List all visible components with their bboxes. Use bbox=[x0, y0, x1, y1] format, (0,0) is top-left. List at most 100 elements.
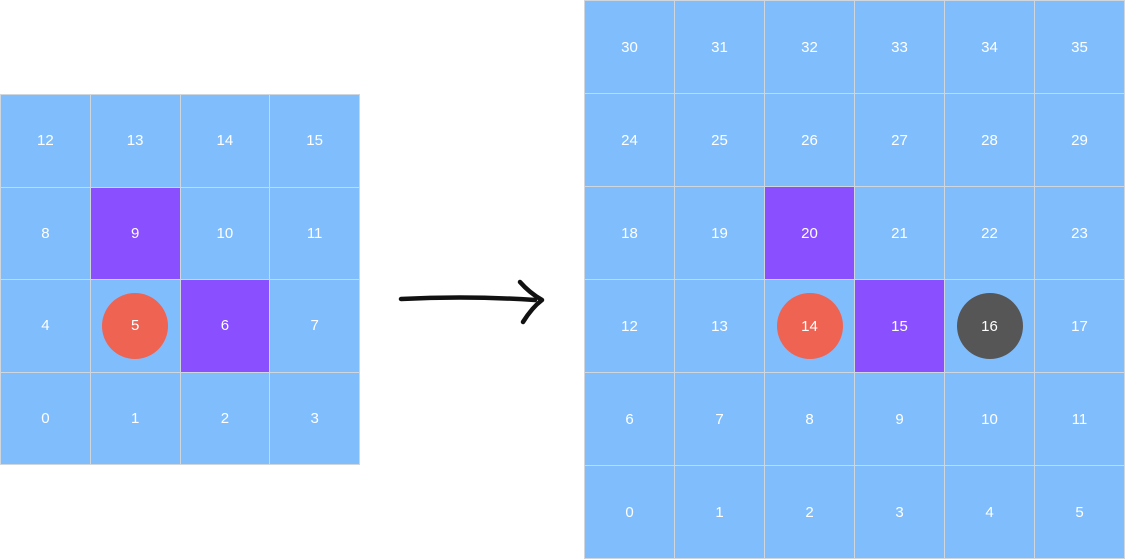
cell-label: 26 bbox=[801, 131, 818, 149]
grid-cell: 17 bbox=[1035, 280, 1124, 372]
grid-cell: 23 bbox=[1035, 187, 1124, 279]
cell-label: 10 bbox=[216, 224, 234, 242]
grid-cell: 9 bbox=[855, 373, 944, 465]
cell-label: 22 bbox=[981, 224, 998, 242]
cell-label: 35 bbox=[1071, 38, 1088, 56]
grid-cell: 29 bbox=[1035, 94, 1124, 186]
grid-cell: 14 bbox=[180, 95, 270, 187]
grid-cell: 0 bbox=[1, 372, 90, 464]
grid-cell: 15 bbox=[270, 95, 359, 187]
cell-label: 7 bbox=[310, 317, 319, 335]
grid-cell: 5 bbox=[90, 280, 180, 372]
grid-cell: 24 bbox=[585, 94, 674, 186]
cell-label: 20 bbox=[801, 224, 818, 242]
grid-cell: 16 bbox=[945, 280, 1034, 372]
cell-label: 14 bbox=[216, 132, 234, 150]
cell-label: 27 bbox=[891, 131, 908, 149]
cell-label: 15 bbox=[891, 317, 908, 335]
cell-label: 9 bbox=[895, 410, 904, 428]
grid-cell: 6 bbox=[180, 280, 270, 372]
cell-label: 1 bbox=[130, 409, 140, 427]
grid-cell: 8 bbox=[1, 187, 90, 279]
grid-cell: 32 bbox=[765, 1, 854, 93]
grid-cell: 18 bbox=[585, 187, 674, 279]
grid-cell: 28 bbox=[945, 94, 1034, 186]
grid-cell: 25 bbox=[675, 94, 764, 186]
grid-cell: 13 bbox=[90, 95, 180, 187]
cell-label: 3 bbox=[895, 503, 904, 521]
cell-label: 3 bbox=[310, 409, 319, 427]
cell-label: 19 bbox=[711, 224, 728, 242]
cell-label: 4 bbox=[985, 503, 994, 521]
cell-label: 13 bbox=[711, 317, 728, 335]
cell-label: 16 bbox=[981, 317, 998, 335]
grid-cell: 7 bbox=[270, 280, 359, 372]
cell-label: 30 bbox=[621, 38, 638, 56]
grid-cell: 14 bbox=[765, 280, 854, 372]
cell-label: 23 bbox=[1071, 224, 1088, 242]
cell-label: 21 bbox=[891, 224, 908, 242]
grid-cell: 4 bbox=[1, 280, 90, 372]
grid-cell: 4 bbox=[945, 466, 1034, 558]
grid-cell: 2 bbox=[180, 372, 270, 464]
grid-cell: 34 bbox=[945, 1, 1034, 93]
grid-cell: 10 bbox=[945, 373, 1034, 465]
cell-label: 9 bbox=[130, 224, 140, 242]
cell-label: 25 bbox=[711, 131, 728, 149]
grid-cell: 1 bbox=[90, 372, 180, 464]
cell-label: 8 bbox=[41, 224, 50, 242]
cell-label: 6 bbox=[625, 410, 634, 428]
arrow-right-icon bbox=[398, 279, 545, 325]
cell-label: 12 bbox=[37, 132, 54, 150]
cell-label: 14 bbox=[801, 317, 818, 335]
grid-cell: 8 bbox=[765, 373, 854, 465]
grid-cell: 26 bbox=[765, 94, 854, 186]
cell-label: 31 bbox=[711, 38, 728, 56]
grid-cell: 3 bbox=[855, 466, 944, 558]
grid-cell: 33 bbox=[855, 1, 944, 93]
cell-label: 33 bbox=[891, 38, 908, 56]
cell-label: 5 bbox=[1075, 503, 1084, 521]
grid-cell: 9 bbox=[90, 187, 180, 279]
grid-cell: 7 bbox=[675, 373, 764, 465]
grid-cell: 6 bbox=[585, 373, 674, 465]
grid-cell: 3 bbox=[270, 372, 359, 464]
grid-cell: 31 bbox=[675, 1, 764, 93]
red-circle-marker bbox=[776, 293, 843, 359]
cell-label: 10 bbox=[981, 410, 998, 428]
cell-label: 15 bbox=[306, 132, 323, 150]
cell-label: 12 bbox=[621, 317, 638, 335]
grid-cell: 5 bbox=[1035, 466, 1124, 558]
grid-cell: 12 bbox=[1, 95, 90, 187]
cell-label: 2 bbox=[220, 409, 230, 427]
cell-label: 1 bbox=[715, 503, 724, 521]
grid-cell: 35 bbox=[1035, 1, 1124, 93]
cell-label: 11 bbox=[1071, 410, 1088, 428]
cell-label: 29 bbox=[1071, 131, 1088, 149]
grid-cell: 11 bbox=[270, 187, 359, 279]
cell-label: 34 bbox=[981, 38, 998, 56]
grid-cell: 10 bbox=[180, 187, 270, 279]
cell-label: 7 bbox=[715, 410, 724, 428]
red-circle-marker bbox=[102, 292, 169, 359]
cell-label: 0 bbox=[625, 503, 634, 521]
cell-label: 18 bbox=[621, 224, 638, 242]
cell-label: 5 bbox=[130, 317, 140, 335]
cell-label: 8 bbox=[805, 410, 814, 428]
cell-label: 4 bbox=[41, 317, 50, 335]
cell-label: 13 bbox=[126, 132, 144, 150]
grid-cell: 20 bbox=[765, 187, 854, 279]
grid-cell: 30 bbox=[585, 1, 674, 93]
cell-label: 6 bbox=[220, 317, 230, 335]
grid-cell: 27 bbox=[855, 94, 944, 186]
cell-label: 0 bbox=[41, 409, 50, 427]
grid-cell: 2 bbox=[765, 466, 854, 558]
grid-cell: 13 bbox=[675, 280, 764, 372]
grid-cell: 1 bbox=[675, 466, 764, 558]
cell-label: 2 bbox=[805, 503, 814, 521]
cell-label: 17 bbox=[1071, 317, 1088, 335]
grid-cell: 22 bbox=[945, 187, 1034, 279]
grid-cell: 19 bbox=[675, 187, 764, 279]
